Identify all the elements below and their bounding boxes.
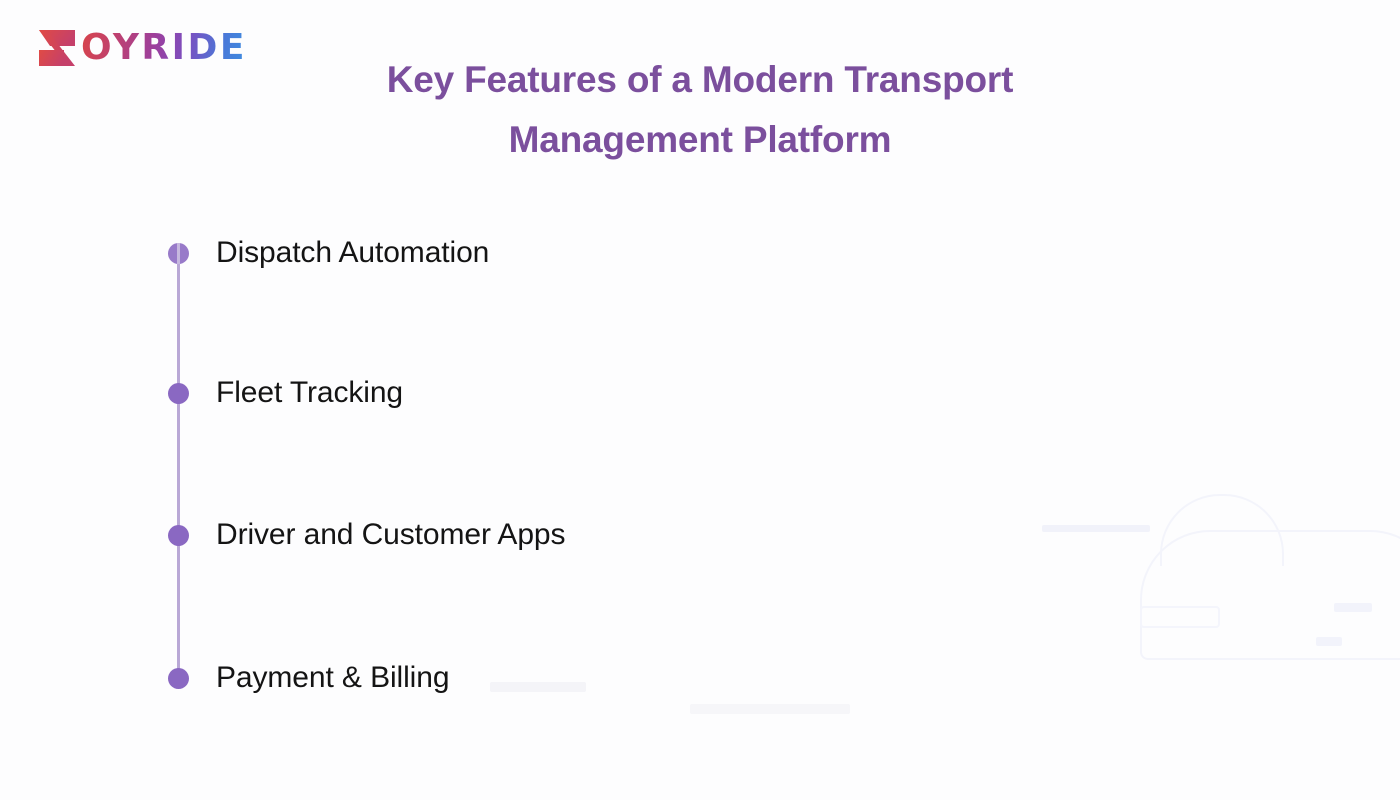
timeline-dot-icon	[168, 243, 189, 264]
watermark-bar-c	[1316, 637, 1342, 646]
watermark-bar-d	[1042, 525, 1150, 532]
page-title: Key Features of a Modern Transport Manag…	[240, 50, 1160, 170]
feature-label: Payment & Billing	[216, 661, 450, 694]
feature-label: Dispatch Automation	[216, 236, 490, 269]
page-title-line-1: Key Features of a Modern Transport	[386, 59, 1014, 100]
page-title-line-2: Management Platform	[508, 119, 892, 160]
zoyride-z-mark-icon	[39, 30, 75, 66]
watermark-bar-b	[1334, 603, 1372, 612]
watermark-bar-a	[1140, 606, 1220, 628]
brand-logo[interactable]: OYRIDE	[34, 22, 247, 74]
brand-wordmark: OYRIDE	[81, 27, 247, 68]
watermark-cloud-shape	[1140, 494, 1400, 660]
timeline-dot-icon	[168, 668, 189, 689]
feature-label: Fleet Tracking	[216, 376, 404, 409]
watermark-bar-e	[490, 682, 586, 692]
watermark-bar-f	[690, 704, 850, 714]
feature-label: Driver and Customer Apps	[216, 518, 566, 551]
timeline-dot-icon	[168, 525, 189, 546]
timeline-rail-left	[177, 252, 180, 680]
timeline-dot-icon	[168, 383, 189, 404]
